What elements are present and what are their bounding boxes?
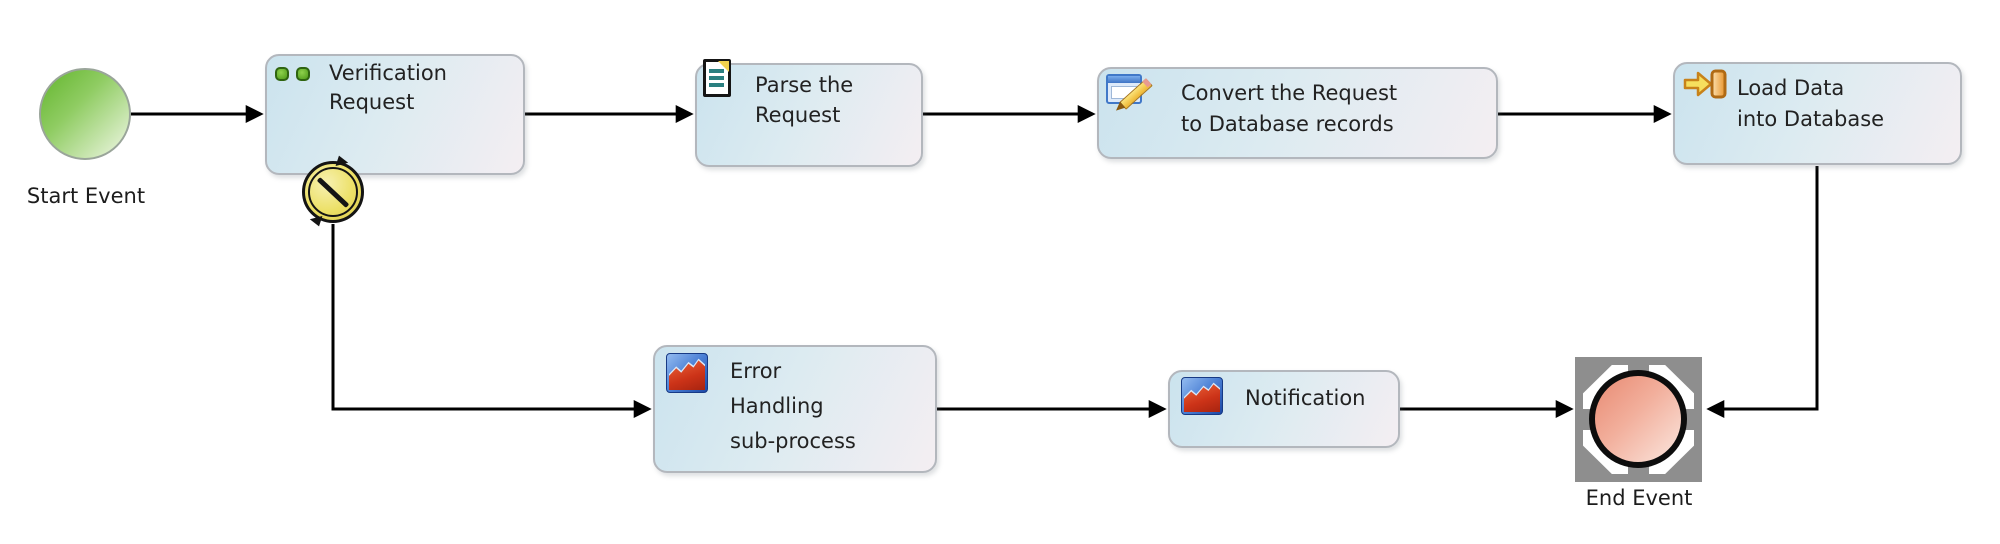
arrow-into-database-icon [1683, 69, 1727, 103]
document-icon [703, 59, 731, 97]
area-chart-icon [1181, 377, 1223, 415]
cancel-circle-icon [308, 167, 358, 217]
cancel-boundary-event[interactable] [302, 155, 364, 227]
form-pencil-icon [1106, 72, 1153, 112]
task-notification[interactable]: Notification [1168, 370, 1400, 448]
start-event-label: Start Event [26, 184, 146, 208]
task-label: Parse the Request [755, 73, 854, 127]
task-load-data[interactable]: Load Data into Database [1673, 62, 1962, 165]
green-dot-icon [275, 67, 289, 81]
start-event-node[interactable] [39, 68, 131, 160]
multi-instance-dots-icon [275, 67, 310, 81]
end-event-selection-frame[interactable] [1575, 357, 1702, 482]
task-label: Load Data into Database [1737, 76, 1885, 131]
task-parse-request[interactable]: Parse the Request [695, 59, 923, 167]
flow-boundary-to-error-handling[interactable] [331, 224, 652, 418]
task-label: Notification [1245, 386, 1366, 410]
task-label: Convert the Request to Database records [1181, 81, 1398, 136]
green-dot-icon [296, 67, 310, 81]
task-error-handling[interactable]: Error Handling sub-process [653, 345, 937, 473]
task-label: Error Handling sub-process [730, 359, 856, 453]
end-event-label: End Event [1585, 486, 1693, 510]
task-convert-request[interactable]: Convert the Request to Database records [1097, 67, 1498, 159]
flow-load-to-end[interactable] [1706, 166, 1819, 418]
task-verification-request[interactable]: Verification Request [265, 54, 525, 175]
end-event-node[interactable] [1589, 370, 1687, 468]
area-chart-icon [666, 353, 708, 393]
folded-corner-icon [718, 61, 729, 72]
task-label: Verification Request [329, 61, 447, 114]
